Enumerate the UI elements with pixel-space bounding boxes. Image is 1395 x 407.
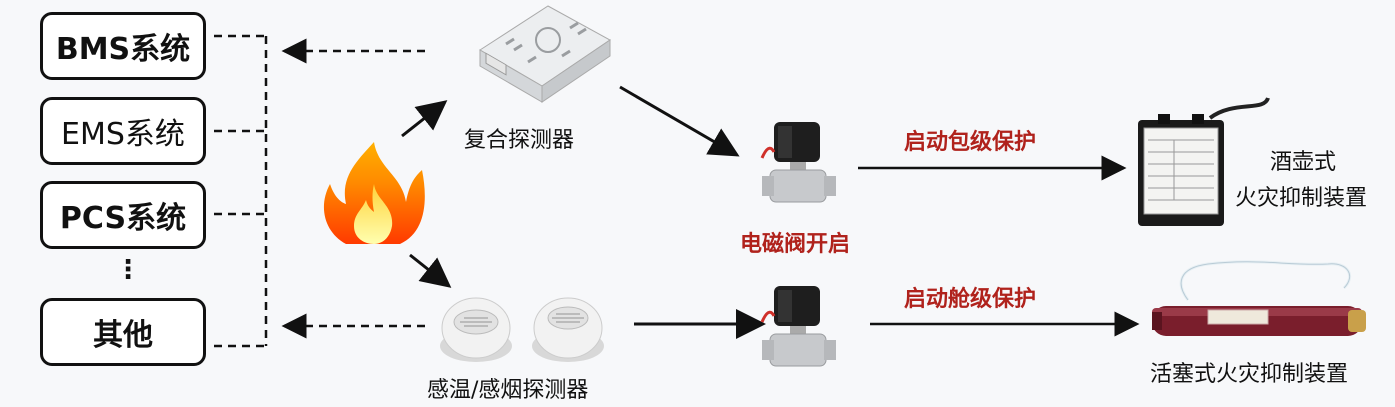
solenoid-valve-icon <box>760 122 836 203</box>
bms-system-label: BMS系统 <box>55 32 191 67</box>
piston-suppression-device-image <box>1152 260 1366 336</box>
cabin-protect-label: 启动舱级保护 <box>904 287 1037 312</box>
fire-to-tempsmoke-arrow <box>409 253 452 288</box>
pcs-system-box: PCS系统 <box>40 181 206 249</box>
bottle-device-label-line1: 酒壶式 <box>1270 150 1337 175</box>
bms-system-box: BMS系统 <box>40 12 206 80</box>
fire-icon <box>323 142 425 244</box>
valve-open-label: 电磁阀开启 <box>740 232 851 257</box>
fire-to-composite-arrow <box>401 100 448 138</box>
pack-protect-label: 启动包级保护 <box>904 130 1037 155</box>
temp-smoke-detector-label: 感温/感烟探测器 <box>427 378 589 403</box>
pcs-system-label: PCS系统 <box>59 201 187 236</box>
ellipsis-mark: ⋮ <box>115 255 141 285</box>
composite-to-valve-arrow <box>619 85 740 157</box>
other-system-label: 其他 <box>93 318 153 353</box>
ems-system-label: EMS系统 <box>61 117 185 152</box>
bottle-device-label-line2: 火灾抑制装置 <box>1235 186 1368 211</box>
composite-detector-image <box>479 5 611 103</box>
piston-device-label: 活塞式火灾抑制装置 <box>1150 362 1349 387</box>
solenoid-valve-icon-2 <box>760 286 836 367</box>
ems-system-box: EMS系统 <box>40 97 206 165</box>
temp-smoke-detector-image <box>440 297 604 362</box>
other-system-box: 其他 <box>40 298 206 366</box>
bottle-suppression-device-image <box>1138 97 1270 226</box>
composite-detector-label: 复合探测器 <box>464 128 575 153</box>
